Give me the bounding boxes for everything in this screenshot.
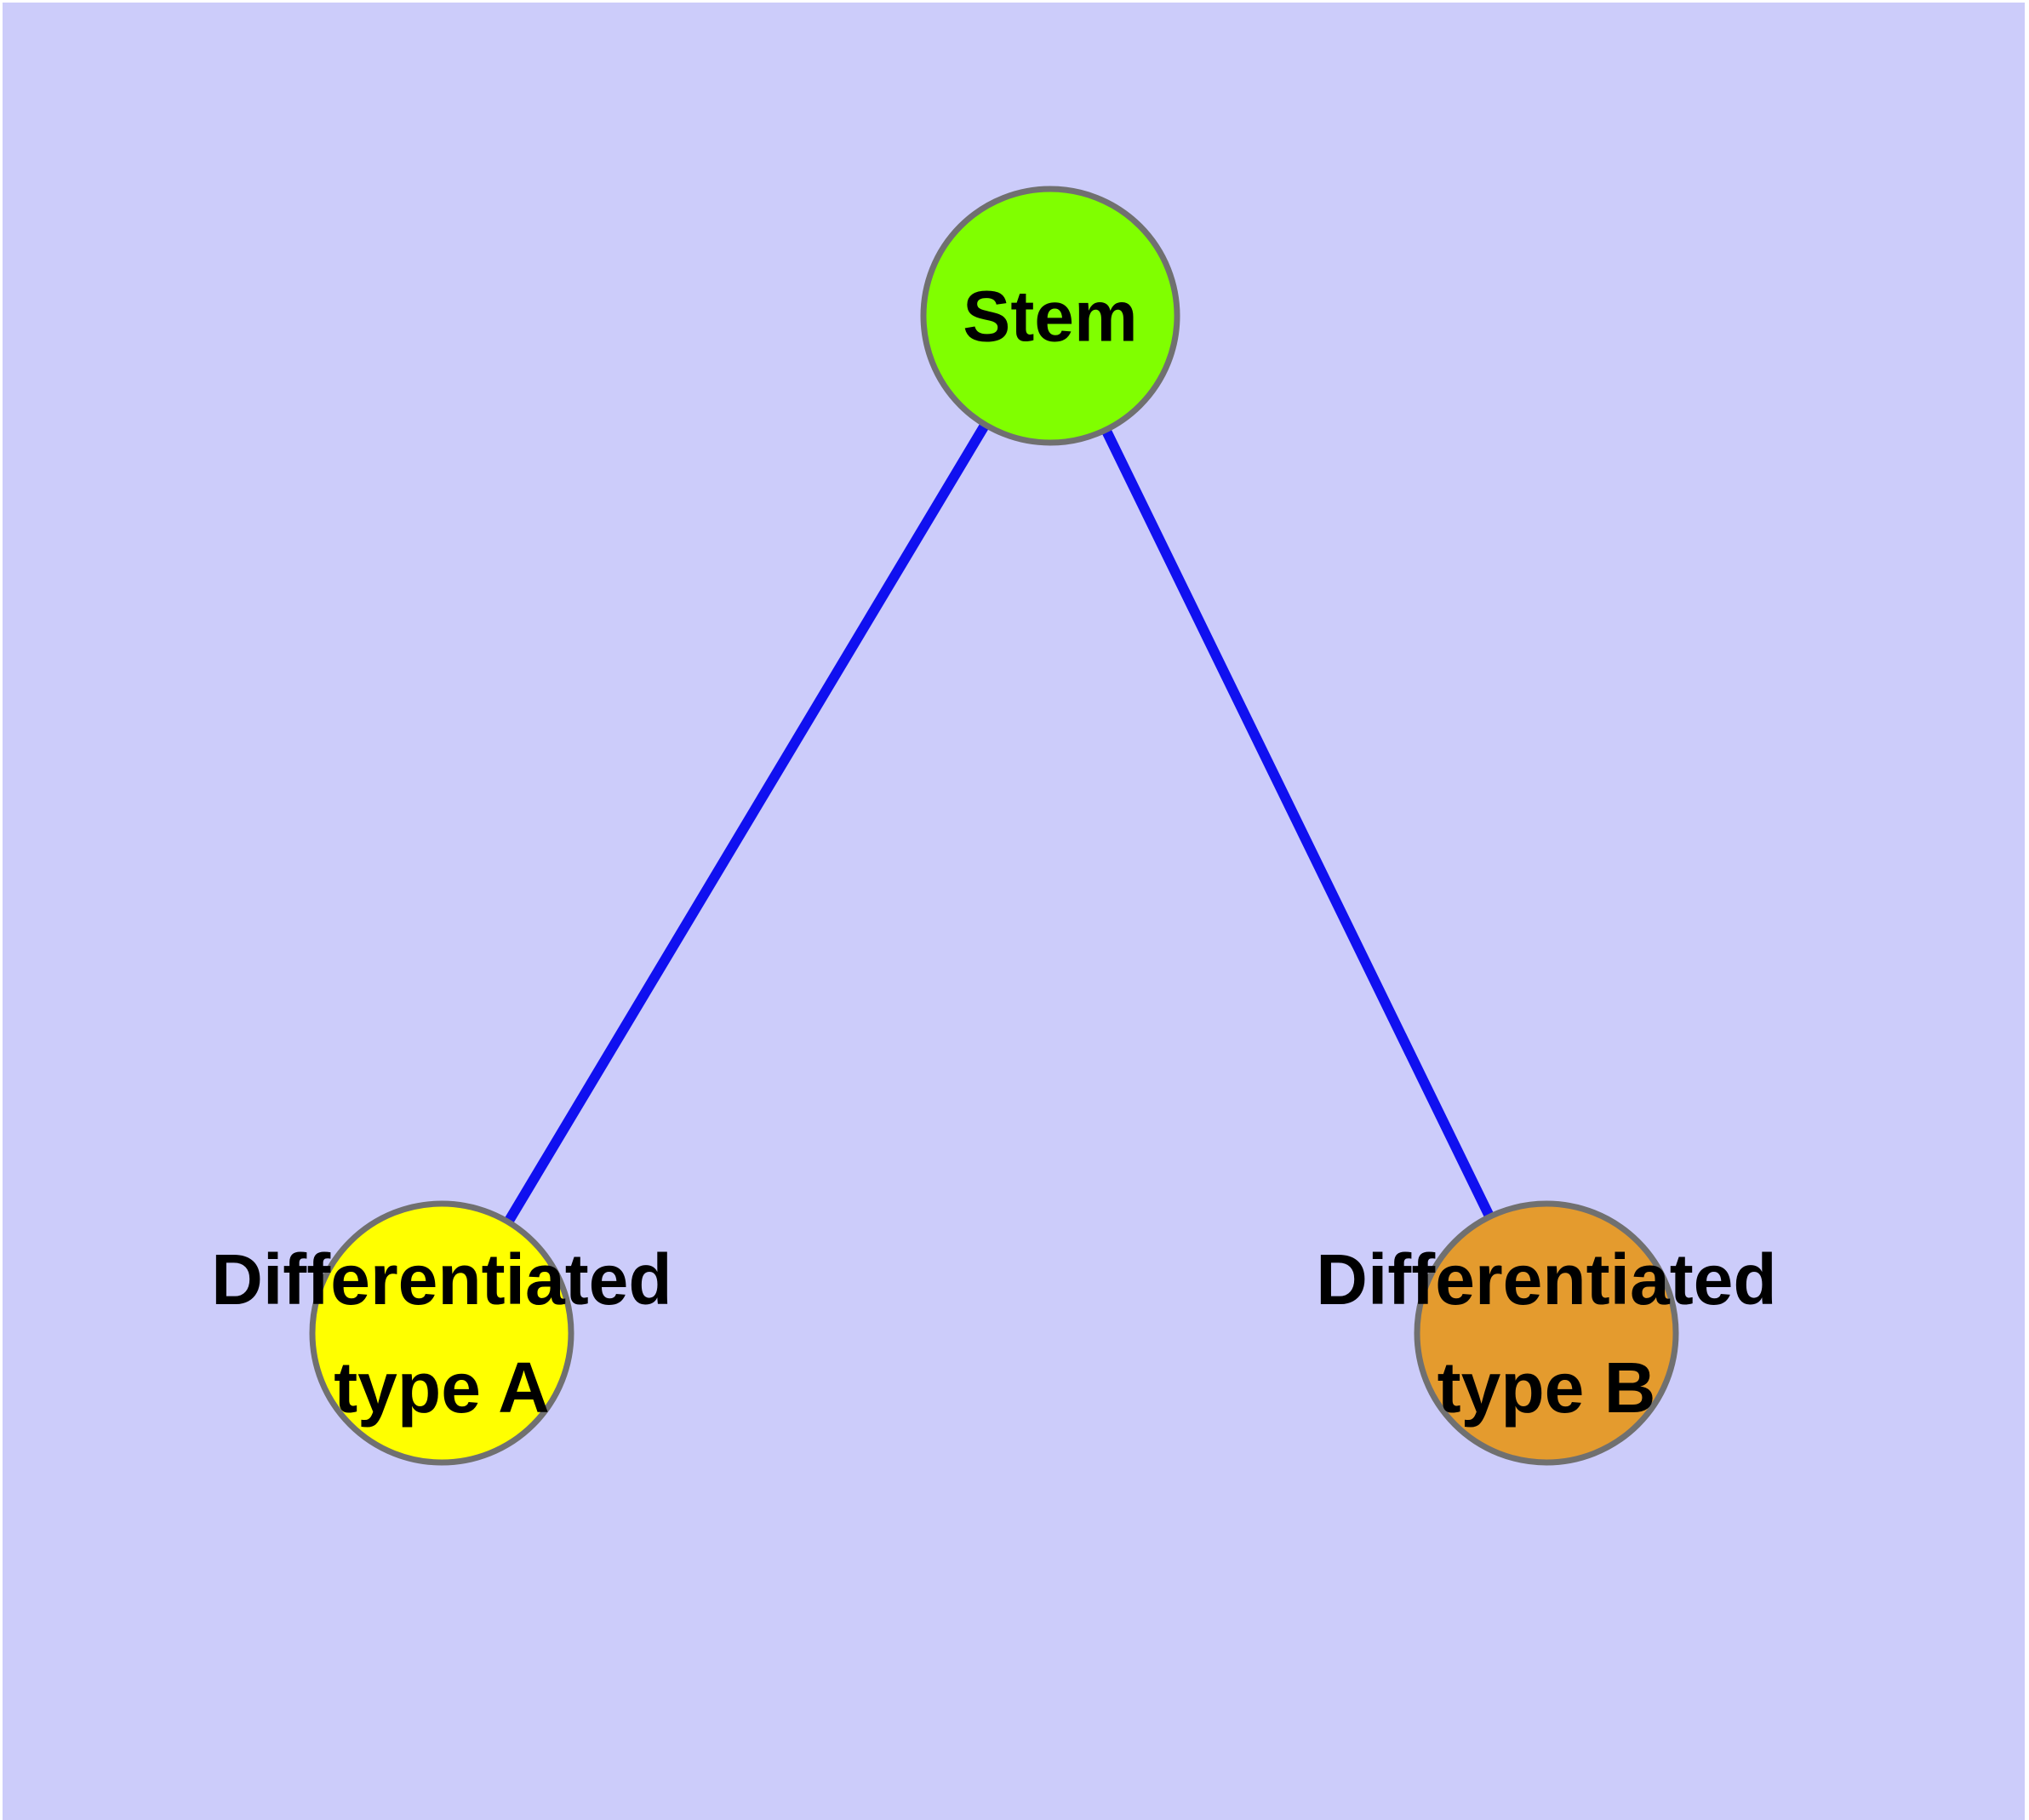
graph-node-label-line: Differentiated (211, 1239, 672, 1319)
graph-node-label-stem: Stem (963, 276, 1137, 356)
graph-node-label-line: Differentiated (1316, 1239, 1776, 1319)
graph-node-label-diff_a: Differentiated type A (211, 1239, 672, 1428)
graph-node-label-diff_b: Differentiated type B (1316, 1239, 1776, 1428)
node-layer (309, 186, 1679, 1466)
graph-node-label-line: Stem (963, 276, 1137, 356)
graph-edge-stem-diff_b (1100, 426, 1495, 1221)
graph-edge-stem-diff_a (502, 421, 991, 1227)
graph-node-diff_b[interactable] (1414, 1200, 1679, 1466)
graph-node-label-line: type B (1437, 1348, 1656, 1428)
graph-node-diff_a[interactable] (309, 1200, 574, 1466)
edge-layer (502, 421, 1495, 1227)
graph-node-label-line: type A (334, 1348, 550, 1428)
graph-node-stem[interactable] (920, 186, 1180, 446)
